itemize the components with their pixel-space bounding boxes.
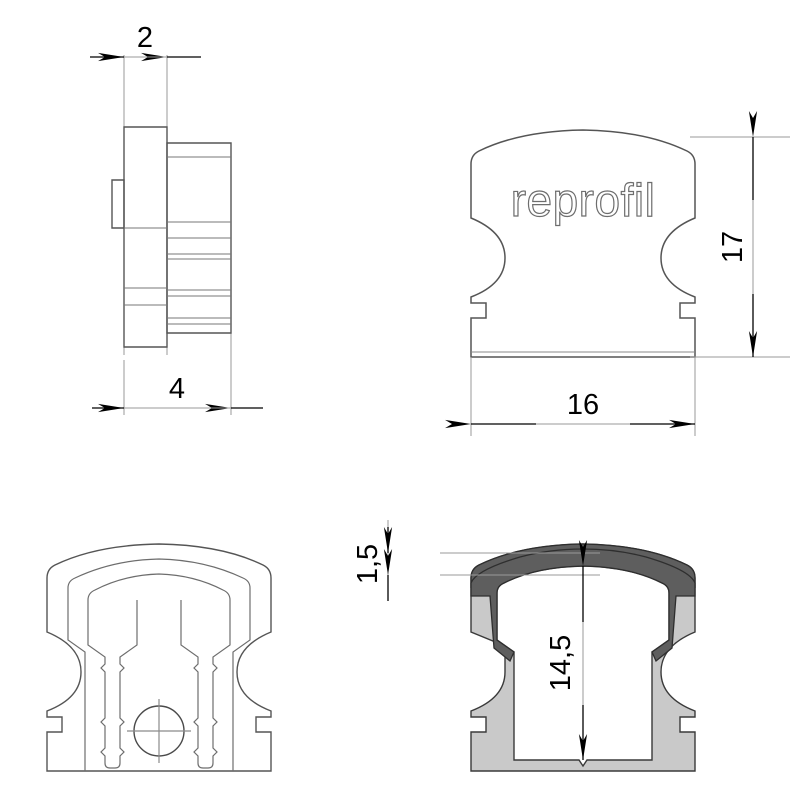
rear-view-outline	[46, 543, 272, 772]
view-side: 2 4	[90, 22, 263, 415]
dimension-16: 16	[445, 389, 695, 429]
dimension-14-5: 14,5	[545, 540, 588, 760]
rear-view-inner-contour-1	[67, 558, 251, 771]
section-cover-inner	[470, 548, 696, 663]
bore-centerlines	[127, 699, 191, 763]
dimension-17: 17	[717, 111, 758, 357]
dimension-16-label: 16	[567, 389, 599, 421]
view-rear	[46, 543, 272, 772]
front-view-outline	[470, 129, 696, 358]
rear-view-inner-contour-2b	[87, 600, 138, 769]
side-extension-lines	[123, 55, 232, 415]
rear-view-inner-contour-1b	[67, 588, 86, 771]
dimension-4: 4	[92, 373, 263, 413]
rear-view-inner-contour-2	[87, 573, 231, 769]
dimension-4-label: 4	[169, 373, 185, 405]
dimension-17-label: 17	[717, 231, 749, 263]
view-section: 1,5 14,5	[352, 520, 696, 772]
side-view-outline	[111, 126, 232, 348]
view-front: reprofil 17 16	[445, 111, 790, 436]
front-extension-lines	[470, 136, 790, 436]
brand-logo-reprofil: reprofil	[510, 173, 656, 226]
brand-logo-text: reprofil	[511, 174, 656, 226]
dimension-1-5: 1,5	[352, 527, 393, 601]
dimension-2: 2	[90, 22, 201, 62]
dimension-14-5-label: 14,5	[545, 635, 577, 691]
dimension-2-label: 2	[137, 22, 153, 54]
side-view-rib-lines	[124, 156, 231, 325]
dimension-1-5-label: 1,5	[352, 544, 384, 584]
